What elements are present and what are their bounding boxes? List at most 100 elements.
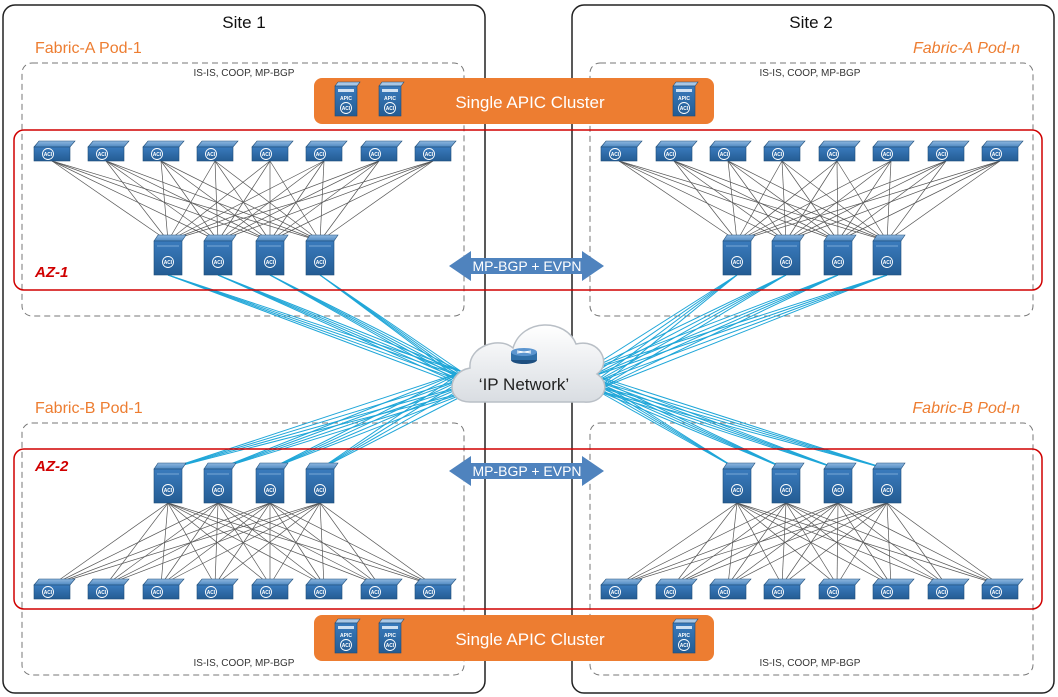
ipn-link-b1-2-2 — [269, 383, 471, 470]
svg-text:ACI: ACI — [666, 152, 675, 158]
leaf-switch-a1-2: ACI — [87, 140, 130, 162]
ipn-link-b1-3-2 — [319, 383, 471, 470]
svg-text:ACI: ACI — [386, 106, 395, 112]
leaf-switch-a1-6: ACI — [305, 140, 348, 162]
fabric-link-b1-1-5 — [217, 502, 325, 586]
svg-text:ACI: ACI — [883, 152, 892, 158]
fabric-link-b1-0-4 — [167, 502, 271, 586]
apic-cluster-bar-top — [314, 78, 714, 124]
leaf-switch-bn-4: ACI — [763, 578, 806, 600]
svg-text:ACI: ACI — [883, 590, 892, 596]
fabric-link-an-2-7 — [837, 160, 1001, 242]
fabric-link-b1-0-5 — [167, 502, 325, 586]
inter-site-label-bottom: MP-BGP + EVPN — [472, 463, 581, 479]
ipn-link-an-2-3 — [595, 274, 839, 391]
fabric-link-an-0-4 — [736, 160, 838, 242]
az-2-label: AZ-2 — [34, 458, 69, 475]
fabric-link-a1-3-7 — [319, 160, 434, 242]
svg-text:ACI: ACI — [883, 260, 892, 266]
fabric-link-bn-3-7 — [886, 502, 1001, 586]
fabric-links — [51, 160, 1001, 586]
svg-text:ACI: ACI — [829, 152, 838, 158]
fabric-link-an-2-6 — [837, 160, 947, 242]
svg-text:ACI: ACI — [316, 152, 325, 158]
ipn-link-a1-3-3 — [319, 274, 475, 391]
svg-text:ACI: ACI — [342, 106, 351, 112]
fabric-link-a1-2-6 — [269, 160, 380, 242]
ipn-link-b1-2-3 — [269, 389, 475, 470]
fabric-link-a1-3-6 — [319, 160, 380, 242]
site-1-title: Site 1 — [222, 13, 265, 32]
svg-text:ACI: ACI — [316, 260, 325, 266]
svg-text:ACI: ACI — [834, 488, 843, 494]
fabric-link-an-1-0 — [618, 160, 787, 242]
ipn-link-b1-1-3 — [217, 389, 475, 470]
spine-switch-bn-4: ACI — [872, 462, 906, 504]
fabric-link-an-1-1 — [673, 160, 787, 242]
fabric-link-bn-0-7 — [736, 502, 1001, 586]
inter-site-label-top: MP-BGP + EVPN — [472, 258, 581, 274]
leaf-switch-an-5: ACI — [818, 140, 861, 162]
fabric-link-an-0-3 — [736, 160, 783, 242]
fabric-link-b1-0-6 — [167, 502, 380, 586]
fabric-link-b1-3-0 — [51, 502, 321, 586]
fabric-link-a1-2-5 — [269, 160, 325, 242]
ip-network-cloud — [451, 324, 606, 403]
svg-text:ACI: ACI — [207, 590, 216, 596]
ipn-links — [167, 274, 888, 470]
ipn-link-b1-1-0 — [217, 371, 463, 470]
fabric-link-bn-0-3 — [736, 502, 783, 586]
fabric-a-pod-n-title: Fabric-A Pod-n — [913, 40, 1020, 57]
ipn-link-bn-3-0 — [583, 371, 888, 470]
devices: ACI ACI ACI ACI ACI ACI ACI ACI ACI ACI ACI ACI ACI A… — [33, 81, 1024, 654]
apic-server-top-1: APIC ACI — [334, 81, 361, 117]
ipn-link-bn-3-3 — [595, 389, 888, 470]
svg-text:APIC: APIC — [340, 96, 352, 102]
leaf-switch-b1-5: ACI — [251, 578, 294, 600]
svg-text:ACI: ACI — [98, 152, 107, 158]
svg-text:ACI: ACI — [164, 488, 173, 494]
fabric-link-a1-3-3 — [214, 160, 321, 242]
fabric-link-bn-3-6 — [886, 502, 947, 586]
svg-text:ACI: ACI — [425, 152, 434, 158]
leaf-switch-b1-8: ACI — [414, 578, 457, 600]
fabric-link-an-3-3 — [781, 160, 888, 242]
svg-text:ACI: ACI — [938, 152, 947, 158]
fabric-link-bn-2-7 — [837, 502, 1001, 586]
fabric-link-b1-1-2 — [160, 502, 219, 586]
inter-site-arrow-bottom — [449, 456, 604, 486]
fabric-link-a1-3-1 — [105, 160, 321, 242]
fabric-link-b1-1-4 — [217, 502, 271, 586]
leaf-switch-an-7: ACI — [927, 140, 970, 162]
ipn-link-bn-1-0 — [583, 371, 787, 470]
ipn-link-a1-2-3 — [269, 274, 475, 391]
leaf-switch-b1-4: ACI — [196, 578, 239, 600]
leaf-switch-a1-1: ACI — [33, 140, 76, 162]
inter-site-arrow-top — [449, 251, 604, 281]
fabric-link-an-1-5 — [785, 160, 892, 242]
fabric-link-bn-2-0 — [618, 502, 839, 586]
svg-text:APIC: APIC — [384, 633, 396, 639]
svg-text:APIC: APIC — [678, 633, 690, 639]
fabric-link-bn-0-6 — [736, 502, 947, 586]
fabric-link-bn-2-1 — [673, 502, 839, 586]
fabric-link-an-2-3 — [781, 160, 839, 242]
ipn-link-bn-1-1 — [587, 377, 787, 470]
fabric-link-b1-1-3 — [214, 502, 219, 586]
leaf-switch-bn-2: ACI — [655, 578, 698, 600]
svg-text:ACI: ACI — [44, 152, 53, 158]
fabric-link-b1-3-7 — [319, 502, 434, 586]
fabric-link-an-2-5 — [837, 160, 892, 242]
spine-switch-bn-1: ACI — [722, 462, 756, 504]
ipn-link-an-1-3 — [595, 274, 787, 391]
spine-switch-b1-4: ACI — [305, 462, 339, 504]
svg-text:ACI: ACI — [214, 260, 223, 266]
svg-text:ACI: ACI — [611, 590, 620, 596]
fabric-link-b1-0-0 — [51, 502, 169, 586]
ipn-link-bn-1-3 — [595, 389, 787, 470]
fabric-link-an-3-7 — [886, 160, 1001, 242]
svg-text:ACI: ACI — [214, 488, 223, 494]
pod-an-box — [589, 62, 1034, 317]
svg-text:ACI: ACI — [680, 106, 689, 112]
